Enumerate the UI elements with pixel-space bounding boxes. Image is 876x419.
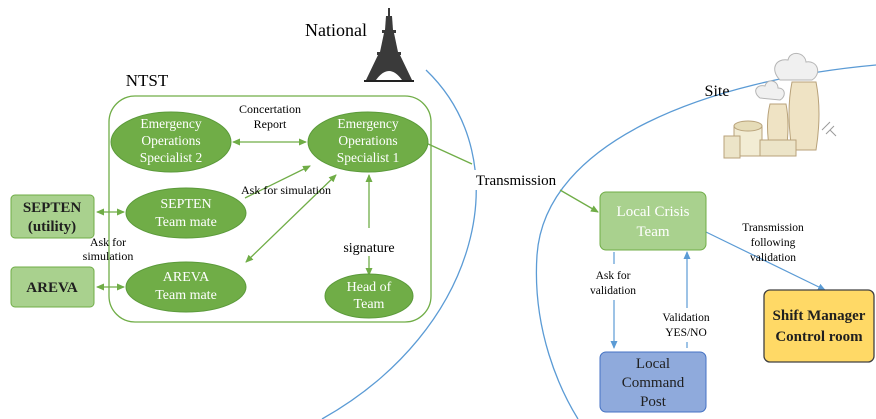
local-command-post-box: Local Command Post	[599, 351, 707, 413]
shift-manager-line-1: Shift Manager	[773, 308, 866, 324]
eos1-line-1: Emergency	[337, 116, 398, 131]
edge-transmission-following	[705, 231, 826, 291]
transmission-label: Transmission	[476, 173, 557, 189]
ask-simulation-outer-label-1: Ask for	[90, 235, 126, 249]
septen-team-mate-node: SEPTEN Team mate	[125, 187, 247, 239]
eos2-node: Emergency Operations Specialist 2	[110, 111, 232, 173]
areva-team-mate-node: AREVA Team mate	[125, 261, 247, 313]
areva-mate-line-1: AREVA	[163, 270, 210, 285]
ask-validation-label-2: validation	[590, 285, 636, 297]
signature-label: signature	[343, 241, 394, 256]
local-command-line-2: Command	[622, 375, 685, 391]
nuclear-plant-icon	[723, 53, 837, 159]
site-label: Site	[705, 83, 730, 100]
septen-mate-line-2: Team mate	[155, 215, 217, 230]
concertation-label-2: Report	[254, 117, 287, 131]
transmission-following-label-3: validation	[750, 252, 796, 264]
validation-label-1: Validation	[662, 312, 710, 324]
areva-box: AREVA	[10, 266, 95, 308]
eos1-line-2: Operations	[338, 133, 397, 148]
shift-manager-box: Shift Manager Control room	[763, 289, 875, 363]
national-boundary-arc	[321, 69, 477, 419]
eos2-line-3: Specialist 2	[140, 150, 203, 165]
national-label: National	[305, 20, 367, 40]
septen-mate-line-1: SEPTEN	[160, 197, 211, 212]
eos1-line-3: Specialist 1	[337, 150, 400, 165]
head-line-2: Team	[354, 297, 385, 312]
site-boundary-arc	[535, 64, 876, 419]
local-command-line-3: Post	[640, 394, 667, 410]
ask-validation-label-1: Ask for	[596, 270, 631, 282]
local-crisis-line-2: Team	[636, 224, 669, 240]
septen-utility-line-1: SEPTEN	[23, 200, 82, 216]
head-of-team-node: Head of Team	[324, 273, 414, 319]
transmission-following-label-1: Transmission	[742, 222, 804, 234]
septen-utility-box: SEPTEN (utility)	[10, 194, 95, 239]
eos1-node: Emergency Operations Specialist 1	[307, 111, 429, 173]
transmission-following-label-2: following	[751, 237, 796, 249]
eos2-line-2: Operations	[141, 133, 200, 148]
eos2-line-1: Emergency	[140, 116, 201, 131]
concertation-label-1: Concertation	[239, 102, 301, 116]
septen-utility-line-2: (utility)	[28, 219, 76, 235]
local-crisis-team-box: Local Crisis Team	[599, 191, 707, 251]
eiffel-tower-icon	[364, 8, 414, 82]
ask-simulation-inner-label: Ask for simulation	[241, 183, 331, 197]
validation-label-2: YES/NO	[665, 327, 707, 339]
head-line-1: Head of	[347, 280, 392, 295]
local-command-line-1: Local	[636, 356, 670, 372]
shift-manager-line-2: Control room	[775, 329, 863, 345]
areva-mate-line-2: Team mate	[155, 288, 217, 303]
local-crisis-line-1: Local Crisis	[617, 204, 690, 220]
areva-box-label: AREVA	[26, 280, 78, 296]
edge-areva-mate-eos1	[245, 174, 337, 263]
ntst-label: NTST	[126, 71, 169, 90]
edge-transmission	[425, 142, 598, 212]
ask-simulation-outer-label-2: simulation	[83, 249, 134, 263]
